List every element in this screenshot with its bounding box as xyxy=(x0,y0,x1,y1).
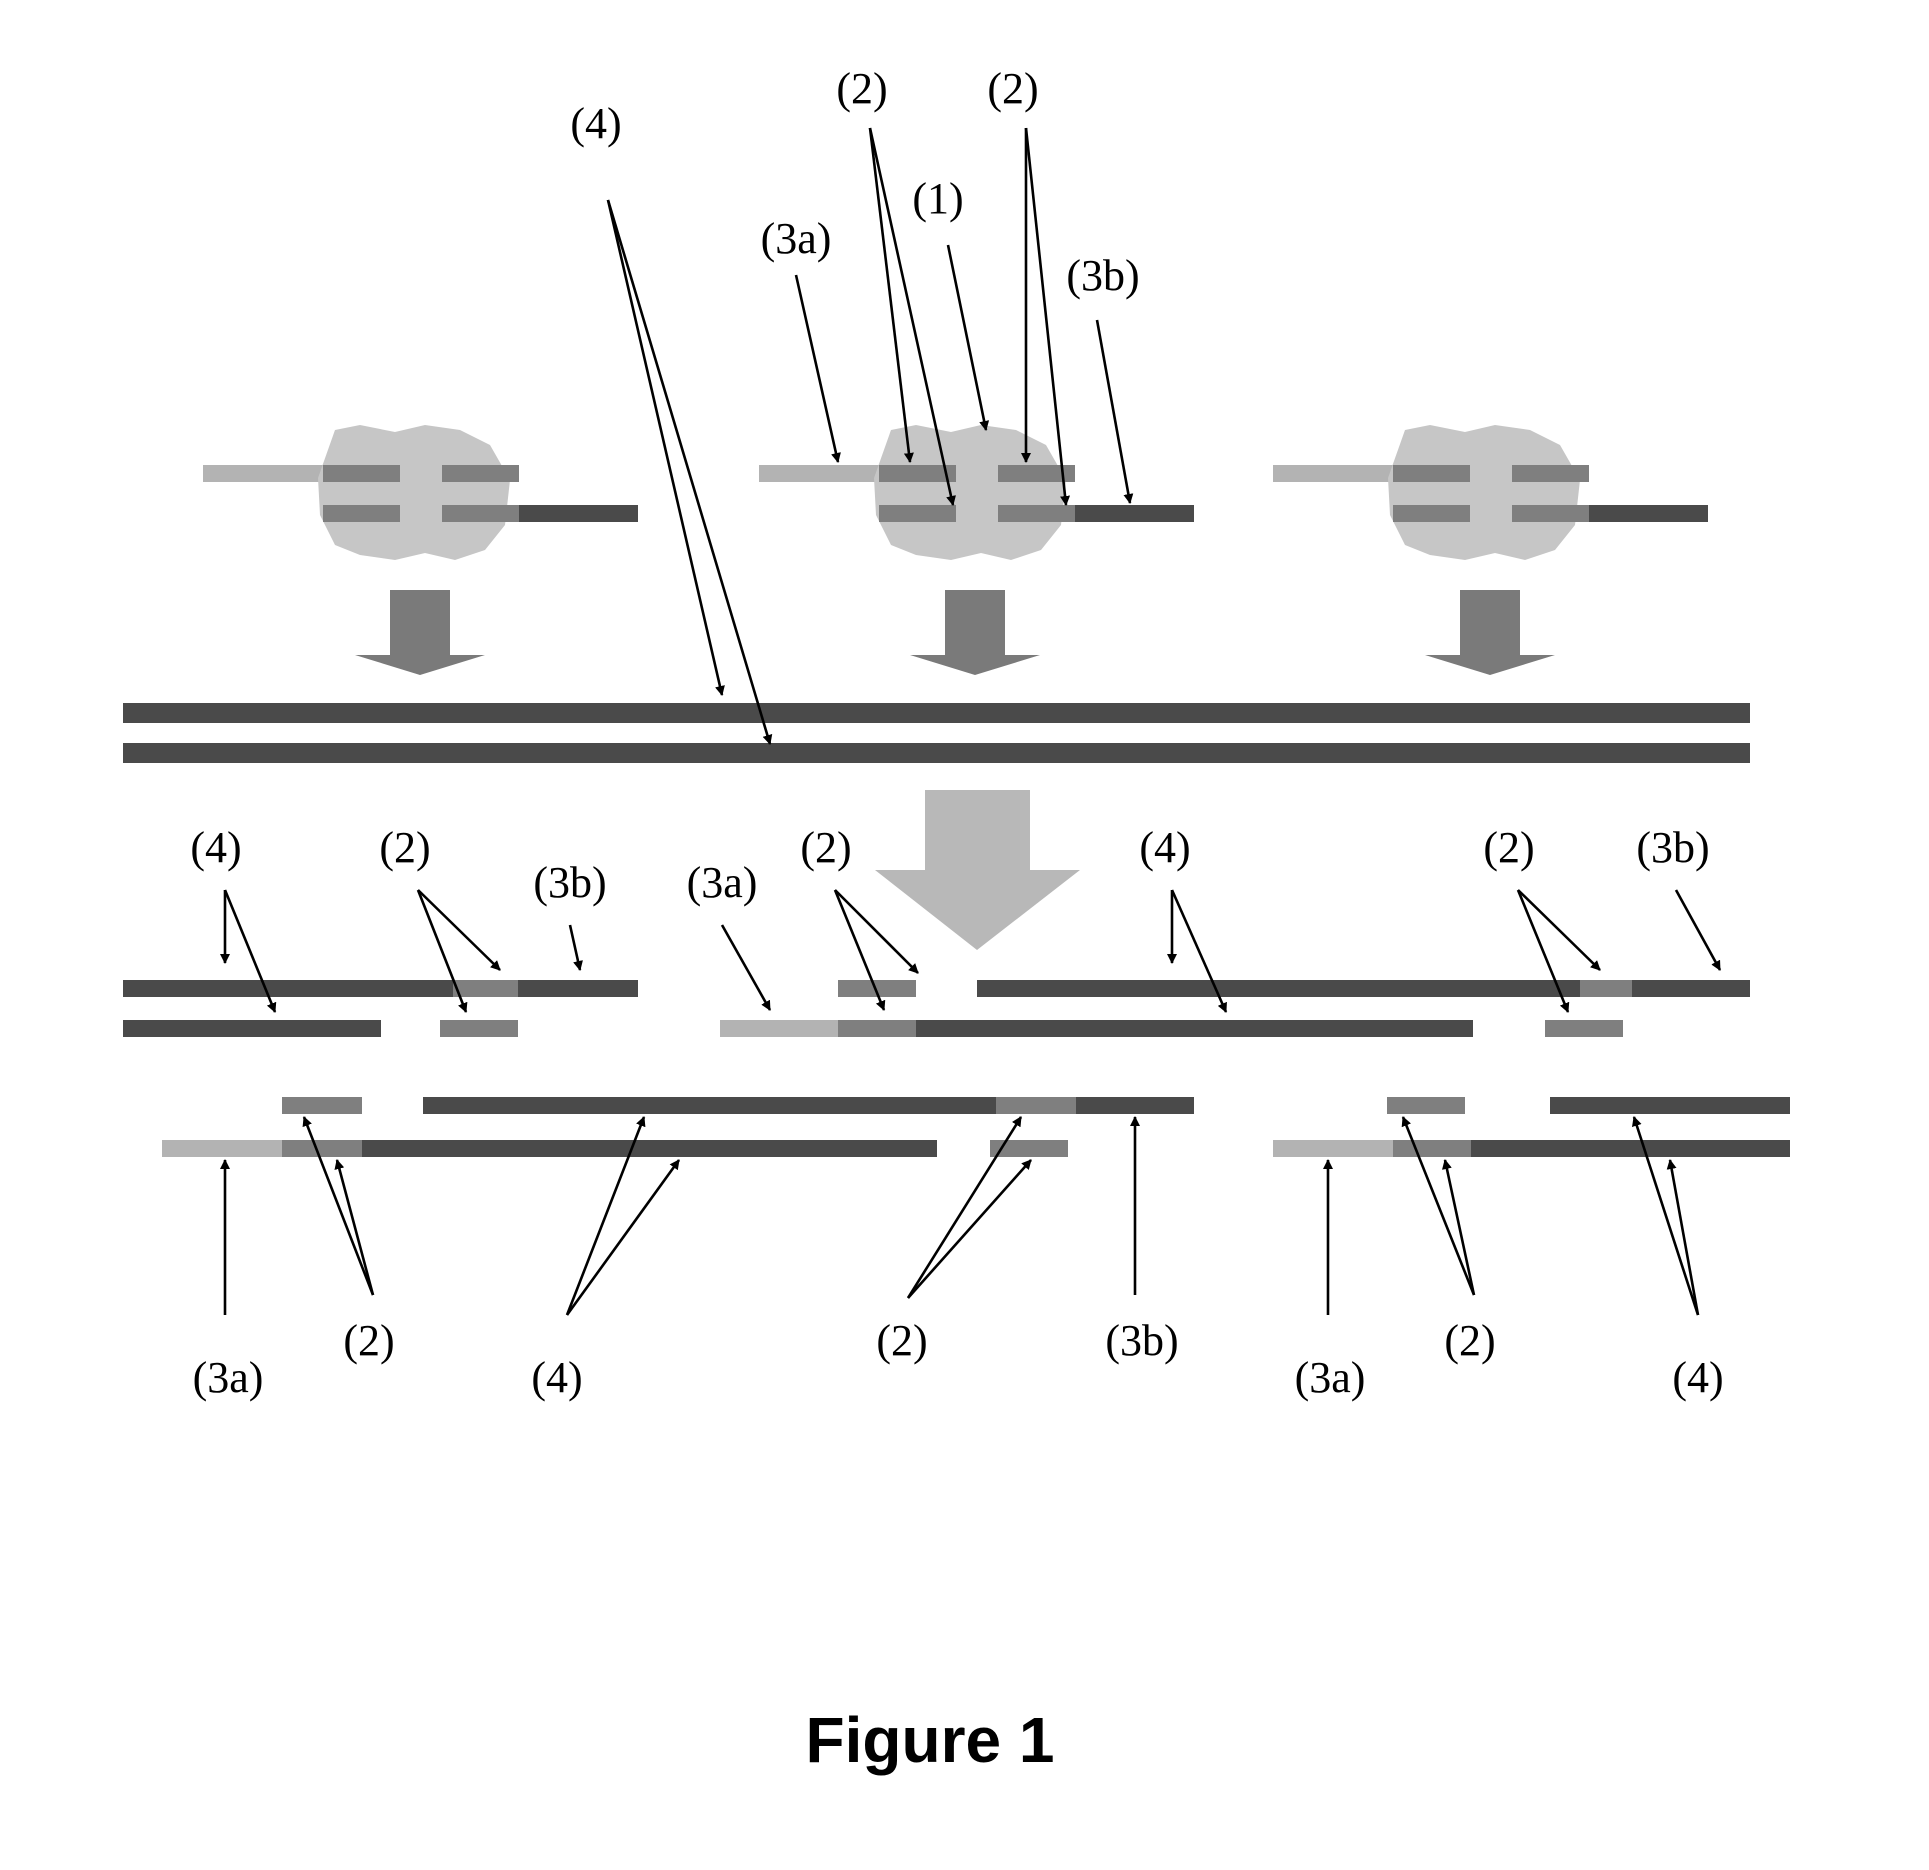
label-top-1: (1) xyxy=(912,174,963,223)
label-top-4: (4) xyxy=(570,99,621,148)
down-arrow-center xyxy=(910,590,1040,675)
long-strand-bottom xyxy=(123,743,1750,763)
label-bot-2-left: (2) xyxy=(343,1316,394,1365)
label-mid-right-2: (2) xyxy=(1483,823,1534,872)
label-bot-3a-left: (3a) xyxy=(193,1353,264,1402)
down-arrow-large xyxy=(875,790,1080,950)
label-mid-left-3b: (3b) xyxy=(533,858,606,907)
label-mid-left-4: (4) xyxy=(190,823,241,872)
label-mid-center-3a: (3a) xyxy=(687,858,758,907)
long-strand-top xyxy=(123,703,1750,723)
label-mid-right-3b: (3b) xyxy=(1636,823,1709,872)
bottom-fragments xyxy=(162,1097,1790,1157)
labels: (4) (2) (2) (1) (3a) (3b) (4) (2) (3b) (… xyxy=(190,64,1723,1402)
complex-blob-center xyxy=(874,425,1066,560)
label-bot-2-right: (2) xyxy=(1444,1316,1495,1365)
label-mid-center-4: (4) xyxy=(1139,823,1190,872)
label-bot-2-center: (2) xyxy=(876,1316,927,1365)
label-top-3a: (3a) xyxy=(761,214,832,263)
label-bot-4-right: (4) xyxy=(1672,1353,1723,1402)
label-bot-4-left: (4) xyxy=(531,1353,582,1402)
down-arrow-left xyxy=(355,590,485,675)
label-top-2b: (2) xyxy=(987,64,1038,113)
complex-right xyxy=(1273,425,1708,560)
complex-left xyxy=(203,425,638,560)
label-top-3b: (3b) xyxy=(1066,251,1139,300)
figure-caption: Figure 1 xyxy=(806,1704,1055,1776)
down-arrow-right xyxy=(1425,590,1555,675)
complex-blob-right xyxy=(1388,425,1580,560)
label-mid-left-2: (2) xyxy=(379,823,430,872)
label-bot-3b-center: (3b) xyxy=(1105,1316,1178,1365)
label-bot-3a-right: (3a) xyxy=(1295,1353,1366,1402)
label-top-2a: (2) xyxy=(836,64,887,113)
mid-fragments xyxy=(123,980,1750,1037)
label-mid-center-2: (2) xyxy=(800,823,851,872)
complex-blob-left xyxy=(318,425,510,560)
